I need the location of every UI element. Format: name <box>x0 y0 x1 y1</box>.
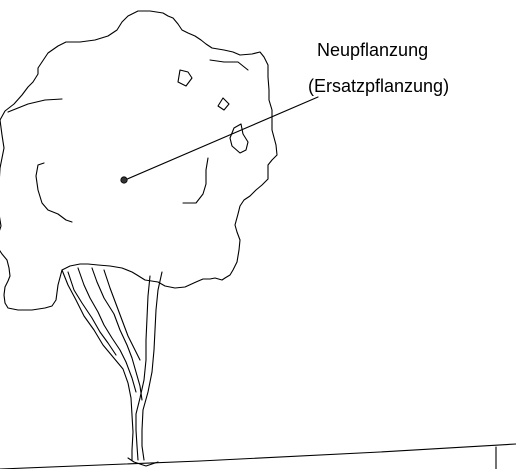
annotation-label-line2: (Ersatzpflanzung) <box>308 76 449 96</box>
trunk-branch-4 <box>103 269 141 361</box>
crown-detail-4 <box>182 157 209 204</box>
crown-detail-2 <box>35 162 73 223</box>
crown-inner-shape-3 <box>229 123 249 154</box>
tree-crown-outline <box>0 10 278 311</box>
trunk-branch-2 <box>77 267 137 393</box>
annotation-anchor-dot <box>120 176 128 184</box>
trunk-left-edge <box>61 269 134 461</box>
annotation-leader-line <box>124 96 319 181</box>
annotation-label-line1: Neupflanzung <box>317 40 428 60</box>
trunk-branch-3 <box>91 267 143 401</box>
crown-detail-1 <box>7 98 63 113</box>
crown-detail-3 <box>209 59 249 71</box>
trunk-branch-1 <box>67 271 117 356</box>
trunk-inner-edge <box>135 275 151 461</box>
trunk-right-edge <box>141 271 163 461</box>
crown-inner-shape-1 <box>177 69 193 87</box>
crown-inner-shape-2 <box>217 97 230 111</box>
trunk-base <box>127 457 159 467</box>
ground-line <box>0 443 516 470</box>
